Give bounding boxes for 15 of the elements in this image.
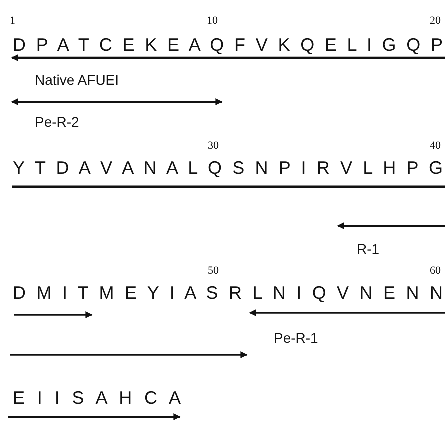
fragment-label: Native AFUEI [35,73,120,87]
fragment-label: Pe-R-1 [274,331,318,345]
residue-number: 50 [208,266,219,277]
amino-acid-sequence: Y T D A V A N A L Q S N P I R V L H P G [13,159,443,177]
amino-acid-sequence: E I I S A H C A [13,389,181,407]
amino-acid-sequence: D P A T C E K E A Q F V K Q E L I G Q P [13,36,443,54]
fragment-label: Pe-R-2 [35,115,80,129]
residue-number: 40 [430,141,441,152]
fragment-label: R-1 [357,242,380,256]
residue-number: 30 [208,141,219,152]
residue-number: 10 [207,16,218,27]
residue-number: 60 [430,266,441,277]
residue-number: 1 [10,16,16,27]
residue-number: 20 [430,16,441,27]
amino-acid-sequence: D M I T M E Y I A S R L N I Q V N E N N [13,284,443,302]
